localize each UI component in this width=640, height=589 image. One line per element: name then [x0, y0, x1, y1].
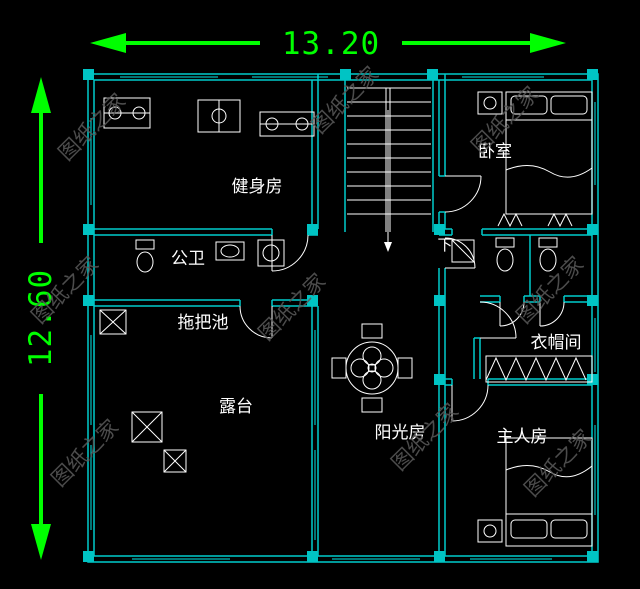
radiator-zigzag	[497, 212, 573, 228]
label-mop-pool: 拖把池	[178, 313, 229, 333]
label-master-room: 主人房	[497, 427, 548, 447]
dimension-line	[126, 41, 260, 45]
width-dimension-value: 13.20	[282, 26, 380, 62]
stair-steps	[347, 87, 431, 215]
arrow-left-icon	[90, 33, 126, 53]
label-sunroom: 阳光房	[375, 423, 426, 443]
dimension-width: 13.20	[90, 26, 566, 62]
watermark-text: 图纸之家	[254, 269, 330, 345]
gym-equipment	[103, 97, 315, 137]
label-terrace: 露台	[219, 397, 253, 417]
label-stairs-down: 下	[437, 236, 452, 254]
dimension-height: 12.60	[23, 77, 59, 560]
label-public-bath: 公卫	[171, 249, 205, 269]
structural-columns	[83, 69, 598, 562]
watermark-text: 图纸之家	[512, 252, 588, 328]
stair-direction-arrow-icon	[384, 242, 392, 252]
label-cloakroom: 衣帽间	[531, 333, 582, 353]
public-bath-fixtures	[135, 239, 285, 273]
label-gym: 健身房	[232, 177, 283, 197]
stair-stringer	[385, 88, 391, 232]
interior-walls	[94, 74, 592, 556]
watermark-text: 图纸之家	[54, 89, 130, 165]
room-labels: 健身房 卧室 公卫 拖把池 衣帽间 露台 阳光房 主人房 下	[171, 142, 582, 447]
arrow-right-icon	[530, 33, 566, 53]
height-dimension-value: 12.60	[23, 269, 59, 367]
dimension-line	[39, 113, 43, 243]
mop-pool-fixture	[99, 309, 127, 335]
master-bed	[477, 437, 593, 547]
dimension-line	[402, 41, 530, 45]
bathroom-fixtures	[451, 237, 558, 272]
sunroom-table-set	[331, 323, 413, 413]
cloakroom-wardrobe	[485, 355, 593, 383]
arrow-up-icon	[31, 77, 51, 113]
staircase	[347, 87, 431, 252]
label-bedroom: 卧室	[478, 142, 512, 162]
arrow-down-icon	[31, 524, 51, 560]
bedroom-bed	[477, 91, 593, 228]
windows	[90, 76, 596, 560]
terrace-plants	[131, 411, 187, 473]
door-swings	[239, 175, 565, 422]
watermark-text: 图纸之家	[47, 415, 123, 491]
dimension-line	[39, 394, 43, 524]
